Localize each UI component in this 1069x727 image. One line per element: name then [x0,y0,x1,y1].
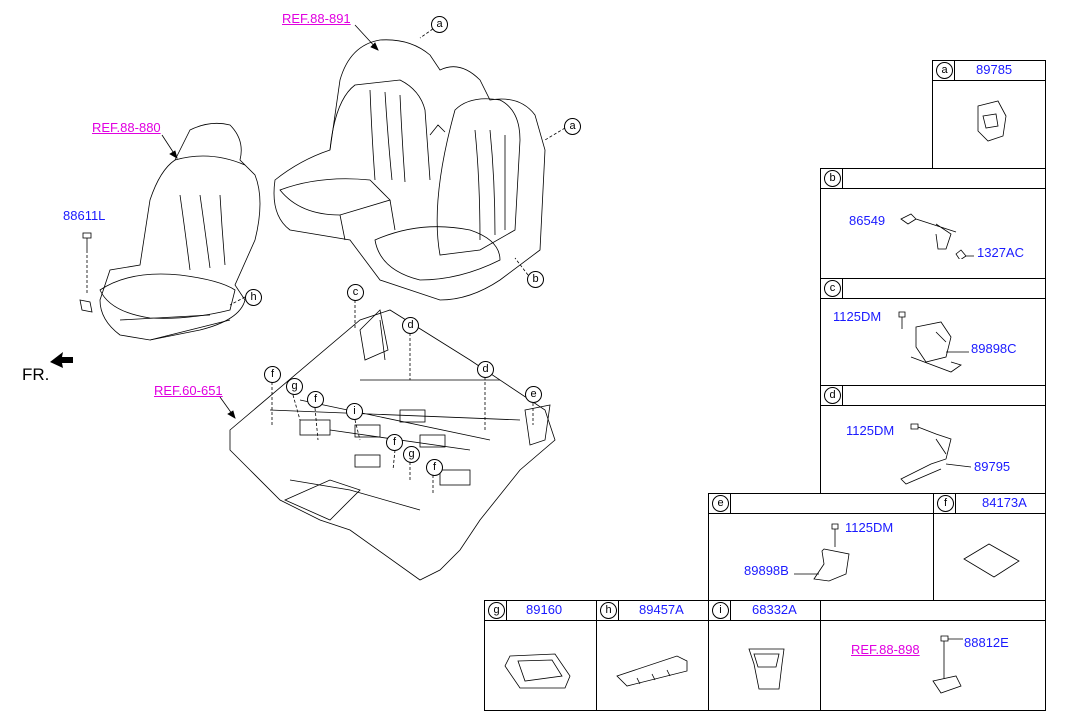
front-seat-drawing [79,122,261,341]
part-code[interactable]: 89160 [526,602,563,617]
bracket-icon [898,311,969,373]
callout-c: c [347,284,364,301]
ref-front-seat[interactable]: REF.88-880 [92,120,161,135]
panel-a-header: a 89785 [933,61,1045,81]
panel-h-letter: h [600,602,617,619]
callout-a-top: a [431,16,448,33]
callout-d-right: d [477,361,494,378]
ref-floor[interactable]: REF.60-651 [154,383,223,398]
panel-e-letter: e [712,495,729,512]
part-88611L[interactable]: 88611L [63,208,106,223]
panel-e-header: e [709,494,933,514]
panel-h: h 89457A [596,600,709,711]
panel-b: b 86549 1327AC [820,168,1046,279]
part-89795[interactable]: 89795 [974,459,1011,474]
callout-f-1: f [264,366,281,383]
callout-f-2: f [307,391,324,408]
callout-g-1: g [286,378,303,395]
part-1125DM[interactable]: 1125DM [846,423,895,438]
callout-b: b [527,271,544,288]
panel-f-header: f 84173A [934,494,1045,514]
panel-b-header: b [821,169,1045,189]
pad-icon [963,543,1020,578]
panel-f: f 84173A [933,493,1046,601]
bracket-icon [794,523,850,582]
callout-d-left: d [402,317,419,334]
part-code[interactable]: 89785 [976,62,1013,77]
part-code[interactable]: 89457A [639,602,684,617]
panel-d-header: d [821,386,1045,406]
panel-h-header: h 89457A [597,601,708,621]
clip-icon [977,100,1007,142]
callout-h: h [245,289,262,306]
panel-d: d 1125DM 89795 [820,385,1046,494]
panel-i-letter: i [712,602,729,619]
panel-g: g 89160 [484,600,597,711]
panel-d-letter: d [824,387,841,404]
part-89898C[interactable]: 89898C [971,341,1017,356]
panel-b-letter: b [824,170,841,187]
panel-g-letter: g [488,602,505,619]
plug-icon [504,653,571,689]
bracket-icon [900,423,972,485]
panel-e: e 1125DM 89898B [708,493,934,601]
panel-c-letter: c [824,280,841,297]
panel-c-header: c [821,279,1045,299]
panel-a: a 89785 [932,60,1046,169]
fr-arrow-icon [50,352,73,368]
ref-rear-seat[interactable]: REF.88-891 [282,11,351,26]
callout-f-3: f [386,434,403,451]
grommet-icon [748,648,785,690]
ref-bracket[interactable]: REF.88-898 [851,642,920,657]
part-1125DM[interactable]: 1125DM [833,309,882,324]
rear-seat-drawing [273,39,546,301]
part-1125DM[interactable]: 1125DM [845,520,894,535]
part-88812E[interactable]: 88812E [964,635,1009,650]
front-direction-label: FR. [22,365,50,384]
part-89898B[interactable]: 89898B [744,563,789,578]
bolt-bracket-icon [932,635,963,694]
panel-c: c 1125DM 89898C [820,278,1046,386]
callout-a-right: a [564,118,581,135]
panel-a-letter: a [936,62,953,79]
panel-bracket-header [821,601,1045,621]
part-86549[interactable]: 86549 [849,213,886,228]
part-code[interactable]: 84173A [982,495,1027,510]
bolt-icon [82,232,92,250]
panel-g-header: g 89160 [485,601,596,621]
panel-f-letter: f [937,495,954,512]
bolt-clip-icon [900,213,974,259]
panel-i-header: i 68332A [709,601,820,621]
part-code[interactable]: 68332A [752,602,797,617]
callout-f-4: f [426,459,443,476]
callout-g-2: g [403,446,420,463]
panel-bracket: REF.88-898 88812E [820,600,1046,711]
callout-i: i [346,403,363,420]
panel-i: i 68332A [708,600,821,711]
part-1327AC[interactable]: 1327AC [977,245,1024,260]
trim-icon [616,655,688,687]
callout-e: e [525,386,542,403]
